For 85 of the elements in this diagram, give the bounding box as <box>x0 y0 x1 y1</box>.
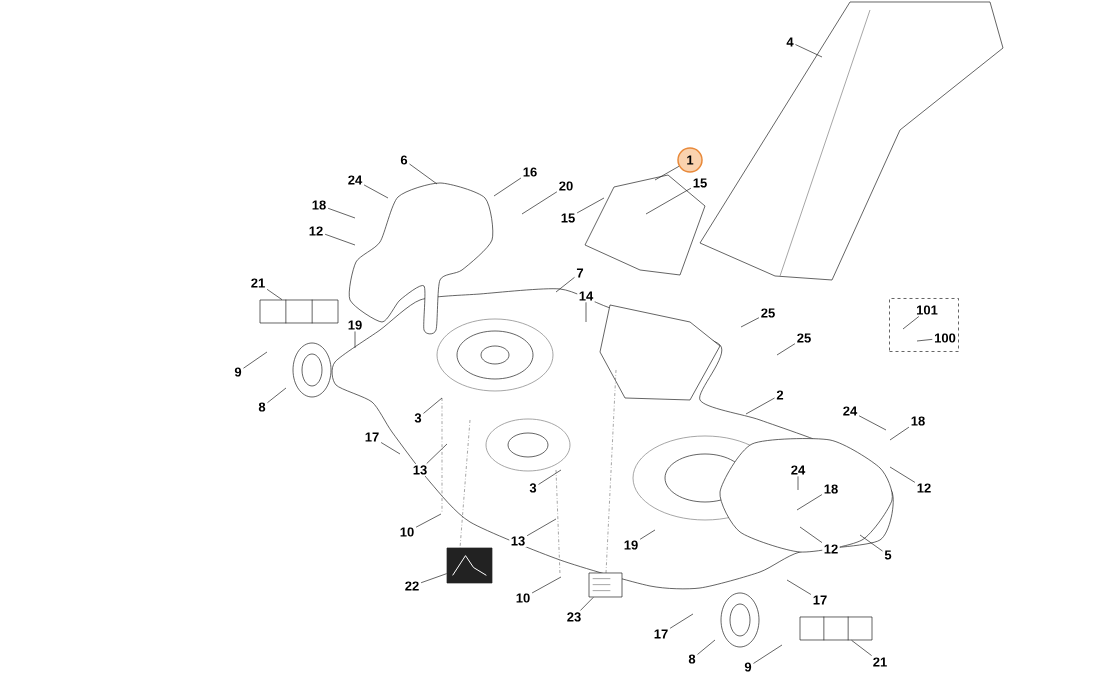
callout-number: 25 <box>759 306 777 320</box>
warning-sticker-drawing <box>799 616 873 641</box>
callout-number: 15 <box>691 176 709 189</box>
leader-line <box>415 513 442 528</box>
leader-line <box>493 177 522 197</box>
callout-number: 8 <box>256 400 268 414</box>
leader-line <box>585 301 587 323</box>
leader-line <box>740 317 760 328</box>
callout-number: 5 <box>882 548 894 561</box>
leader-line <box>776 343 796 356</box>
leader-line <box>639 529 656 540</box>
callout-number: 16 <box>521 165 539 179</box>
callout-number: 20 <box>557 179 575 193</box>
leader-line <box>645 187 692 215</box>
callout-number: 25 <box>795 331 813 345</box>
callout-number: 12 <box>915 481 933 495</box>
leader-line <box>243 351 268 369</box>
leader-line <box>409 163 438 185</box>
callout-number: 22 <box>403 579 421 592</box>
label-decal-drawing <box>588 572 623 598</box>
leader-line <box>745 397 775 415</box>
belt-decal-drawing <box>446 547 493 584</box>
leader-line <box>576 197 605 214</box>
callout-number: 18 <box>310 198 328 212</box>
callout-number: 18 <box>909 414 927 428</box>
highlighted-callout-number: 1 <box>677 147 703 173</box>
callout-number: 7 <box>574 267 586 279</box>
dashed-frame <box>889 298 959 352</box>
callout-number: 3 <box>412 411 424 425</box>
callout-number: 9 <box>742 660 754 674</box>
leader-line <box>324 233 356 246</box>
callout-number: 23 <box>565 610 583 624</box>
callout-number: 17 <box>811 594 829 606</box>
callout-number: 3 <box>527 481 539 495</box>
leader-line <box>521 191 558 215</box>
callout-number: 17 <box>652 628 670 640</box>
callout-number: 100 <box>932 331 958 345</box>
callout-number: 21 <box>249 276 267 290</box>
leader-line <box>786 579 812 595</box>
leader-line <box>902 316 920 330</box>
callout-number: 19 <box>346 318 364 332</box>
leader-line <box>327 207 356 219</box>
leader-line <box>753 644 783 664</box>
leader-line <box>858 415 887 431</box>
leader-line <box>538 469 562 485</box>
leader-line <box>267 387 287 403</box>
leader-line <box>669 613 694 629</box>
leader-line <box>796 494 823 511</box>
leader-line <box>889 466 916 483</box>
callout-number: 4 <box>784 36 796 48</box>
leader-line <box>851 640 872 656</box>
leader-line <box>859 534 883 552</box>
callout-number: 15 <box>559 211 577 224</box>
callout-number: 10 <box>514 591 532 605</box>
callout-number: 6 <box>398 153 410 167</box>
leader-line <box>795 44 823 58</box>
callout-number: 17 <box>363 431 381 443</box>
callout-number: 24 <box>841 404 859 418</box>
leader-line <box>420 573 447 584</box>
leader-line <box>423 397 443 414</box>
leader-line <box>697 639 716 655</box>
callout-number: 101 <box>914 303 940 317</box>
leader-line <box>426 443 448 464</box>
leader-line <box>380 442 401 455</box>
leader-line <box>799 526 823 543</box>
leader-line <box>363 184 389 199</box>
leader-line <box>580 597 594 611</box>
callout-number: 10 <box>398 525 416 539</box>
callout-number: 9 <box>232 365 244 379</box>
leader-line <box>531 576 562 594</box>
leader-line <box>354 331 356 349</box>
callout-number: 12 <box>307 224 325 237</box>
leader-line <box>889 426 910 441</box>
leader-line <box>526 518 557 537</box>
callout-number: 8 <box>686 652 698 666</box>
leader-line <box>266 288 283 300</box>
warning-sticker-drawing <box>259 299 339 324</box>
callout-number: 21 <box>871 655 889 668</box>
leader-line <box>916 339 933 342</box>
callout-number: 2 <box>774 388 786 401</box>
callout-number: 24 <box>346 173 364 187</box>
leader-line <box>797 476 799 491</box>
callout-number: 14 <box>577 290 595 302</box>
leader-line <box>555 276 575 293</box>
leader-line <box>654 165 680 181</box>
